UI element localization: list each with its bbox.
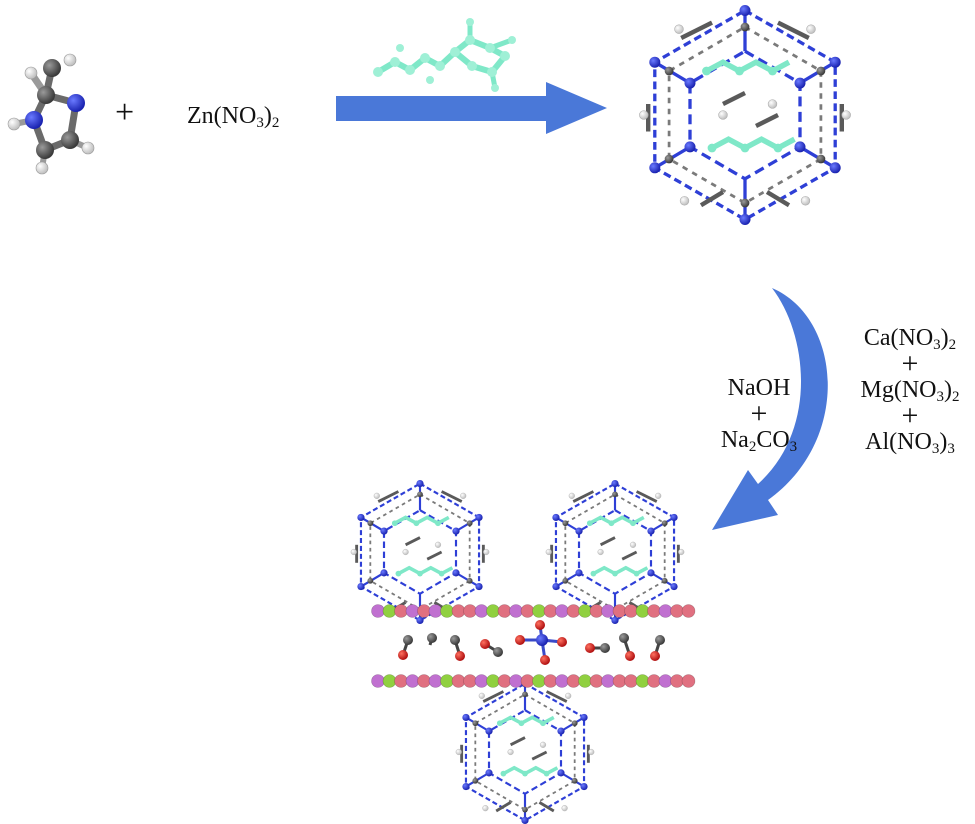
ldh-bead: [566, 674, 581, 688]
base-reagents-label: NaOH + Na2CO3: [709, 375, 809, 455]
ldh-bead: [497, 604, 512, 618]
ldh-bead: [520, 674, 535, 688]
ldh-bead: [635, 674, 650, 688]
ldh-bead: [382, 604, 397, 618]
zif-cage-upper-left-icon: [349, 478, 491, 626]
ldh-bead: [670, 674, 684, 688]
sodium-carbonate-text: Na2CO3: [720, 427, 798, 455]
ldh-layer-bottom-icon: [371, 674, 696, 688]
ldh-bead: [486, 604, 500, 618]
ldh-bead: [589, 674, 604, 688]
zif-cage-lower-icon: [454, 678, 596, 824]
base-plus-sign: +: [750, 397, 768, 430]
ldh-bead: [417, 604, 431, 618]
ldh-bead: [532, 674, 546, 688]
ldh-composite: [349, 478, 696, 824]
ldh-bead: [371, 674, 385, 688]
ldh-bead: [555, 674, 569, 688]
ldh-bead: [486, 674, 500, 688]
aluminum-nitrate-text: Al(NO3)3: [865, 429, 955, 457]
ldh-bead: [555, 604, 569, 618]
reactant-plus-sign: +: [115, 94, 135, 131]
ldh-bead: [647, 604, 661, 618]
ldh-bead: [394, 604, 408, 618]
ldh-bead: [578, 674, 592, 688]
ldh-bead: [601, 604, 615, 618]
ldh-bead: [670, 604, 684, 618]
calcium-nitrate-text: Ca(NO3)2: [863, 325, 957, 353]
ldh-bead: [440, 674, 454, 688]
ldh-bead: [417, 674, 431, 688]
ldh-bead: [566, 604, 581, 618]
zif-cage-icon: [639, 5, 850, 225]
ldh-bead: [578, 604, 592, 618]
naoh-text: NaOH: [727, 375, 791, 401]
ldh-bead: [543, 674, 558, 688]
ldh-bead: [509, 674, 523, 688]
zif-cage-upper-right-icon: [544, 478, 686, 626]
ldh-bead: [440, 604, 454, 618]
ldh-bead: [635, 604, 650, 618]
ldh-bead: [647, 674, 661, 688]
ldh-bead: [532, 604, 546, 618]
ldh-bead: [520, 604, 535, 618]
ldh-layer-top-icon: [371, 604, 696, 618]
ldh-bead: [601, 674, 615, 688]
ldh-bead: [589, 604, 604, 618]
ldh-bead: [463, 674, 477, 688]
ldh-bead: [394, 674, 408, 688]
metal-plus-sign-2: +: [901, 399, 919, 432]
guest-molecule-icon: [373, 18, 516, 92]
ldh-bead: [624, 604, 638, 618]
ldh-bead: [509, 604, 523, 618]
ldh-bead: [658, 604, 673, 618]
ldh-bead: [451, 674, 466, 688]
ldh-bead: [382, 674, 397, 688]
ldh-bead: [474, 674, 489, 688]
ldh-bead: [463, 604, 477, 618]
magnesium-nitrate-text: Mg(NO3)2: [860, 377, 960, 405]
ldh-bead: [428, 604, 443, 618]
ldh-bead: [405, 604, 420, 618]
zinc-nitrate-label: Zn(NO3)2: [187, 103, 280, 131]
ldh-bead: [428, 674, 443, 688]
ldh-bead: [681, 604, 696, 618]
ldh-bead: [658, 674, 673, 688]
ldh-bead: [612, 604, 627, 618]
metal-reagents-label: Ca(NO3)2 + Mg(NO3)2 + Al(NO3)3: [845, 325, 975, 457]
metal-plus-sign-1: +: [901, 347, 919, 380]
ldh-bead: [612, 674, 627, 688]
ldh-bead: [624, 674, 638, 688]
ldh-bead: [371, 604, 385, 618]
reaction-arrow-icon: [336, 82, 607, 134]
ldh-bead: [497, 674, 512, 688]
interlayer-anions-icon: [398, 620, 665, 665]
imidazole-molecule-icon: [7, 53, 95, 175]
ldh-bead: [405, 674, 420, 688]
ldh-bead: [681, 674, 696, 688]
ldh-bead: [451, 604, 466, 618]
ldh-bead: [474, 604, 489, 618]
ldh-bead: [543, 604, 558, 618]
curved-arrow-icon: [712, 288, 828, 530]
